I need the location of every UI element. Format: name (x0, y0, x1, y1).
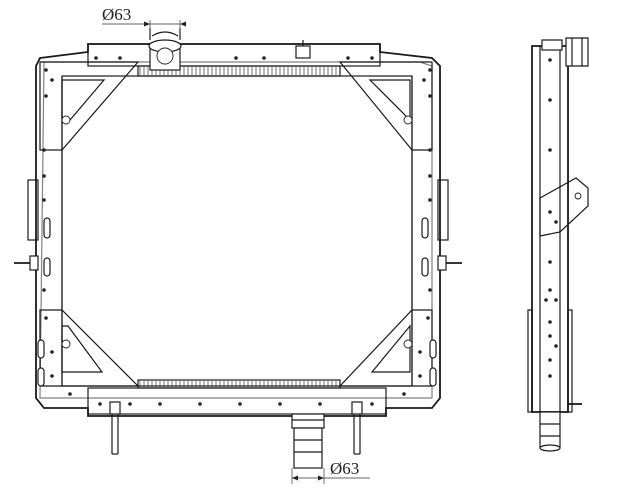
top-dimension-label: Ø63 (102, 5, 131, 24)
bolt-hole (370, 56, 374, 60)
top-tank (87, 43, 381, 67)
bolt-hole (262, 56, 266, 60)
ring-hole (403, 115, 413, 125)
gusset-bottom-left (39, 309, 140, 387)
bolt-hole (198, 402, 202, 406)
right-mount-pin (437, 255, 462, 271)
side-hole (548, 98, 552, 102)
bolt-hole (418, 374, 422, 378)
gusset-bottom-right (338, 309, 433, 387)
core-window (61, 75, 413, 387)
top-fitting (295, 45, 311, 59)
bottom-outlet-pipe (291, 413, 325, 484)
right-bracket (437, 179, 449, 241)
outer-frame (35, 43, 441, 417)
bolt-hole (42, 288, 46, 292)
bottom-left-bolt (109, 401, 121, 455)
gusset-top-right (338, 61, 433, 151)
ring-hole (403, 339, 413, 349)
side-hole (548, 58, 552, 62)
bottom-right-bolt (351, 401, 363, 455)
slot-holes (37, 217, 437, 387)
bolt-hole (418, 350, 422, 354)
side-hole (548, 374, 552, 378)
bolt-hole (234, 56, 238, 60)
bolt-hole (50, 350, 54, 354)
bolt-hole (42, 148, 46, 152)
bolt-hole (422, 78, 426, 82)
side-hole (554, 344, 558, 348)
side-hole (548, 148, 552, 152)
side-hole (548, 288, 552, 292)
bolt-hole (402, 392, 406, 396)
mounting-holes (42, 56, 432, 406)
bolt-hole (428, 94, 432, 98)
bottom-dimension-label: Ø63 (330, 459, 359, 478)
front-view: Ø63 Ø63 (14, 5, 462, 484)
side-hole (554, 220, 558, 224)
side-holes (544, 58, 558, 378)
bolt-hole (238, 402, 242, 406)
bolt-hole (118, 56, 122, 60)
bolt-hole (42, 198, 46, 202)
bolt-hole (50, 374, 54, 378)
bolt-hole (44, 68, 48, 72)
side-bottom-outlet (539, 411, 561, 449)
side-hole (554, 298, 558, 302)
side-hole (548, 260, 552, 264)
side-hole (548, 320, 552, 324)
bolt-hole (98, 402, 102, 406)
bottom-tank (87, 387, 387, 415)
bolt-hole (42, 174, 46, 178)
bolt-hole (94, 56, 98, 60)
side-hole (548, 210, 552, 214)
bolt-hole (50, 78, 54, 82)
gusset-top-left (39, 61, 140, 151)
bottom-dimension: Ø63 (292, 459, 370, 481)
bolt-hole (318, 402, 322, 406)
side-view (527, 37, 589, 452)
bolt-hole (128, 402, 132, 406)
side-top-cap (541, 39, 563, 51)
bolt-hole (158, 402, 162, 406)
left-bracket (27, 179, 39, 241)
bolt-hole (44, 94, 48, 98)
bolt-hole (370, 402, 374, 406)
bolt-hole (428, 68, 432, 72)
side-bracket-plate (539, 177, 589, 237)
bolt-hole (346, 56, 350, 60)
top-dimension: Ø63 (102, 5, 186, 34)
bolt-hole (428, 288, 432, 292)
bolt-hole (428, 198, 432, 202)
bolt-hole (68, 392, 72, 396)
bolt-hole (428, 174, 432, 178)
ring-hole (61, 115, 71, 125)
side-hole (544, 298, 548, 302)
bolt-hole (44, 316, 48, 320)
bolt-hole (428, 148, 432, 152)
bolt-hole (278, 402, 282, 406)
top-filler-neck (148, 28, 182, 71)
bolt-hole (426, 316, 430, 320)
left-mount-pin (14, 255, 39, 271)
side-hole (548, 358, 552, 362)
bottom-core-fins (139, 381, 337, 387)
side-top-neck (565, 37, 589, 67)
side-hole (548, 334, 552, 338)
ring-hole (61, 339, 71, 349)
